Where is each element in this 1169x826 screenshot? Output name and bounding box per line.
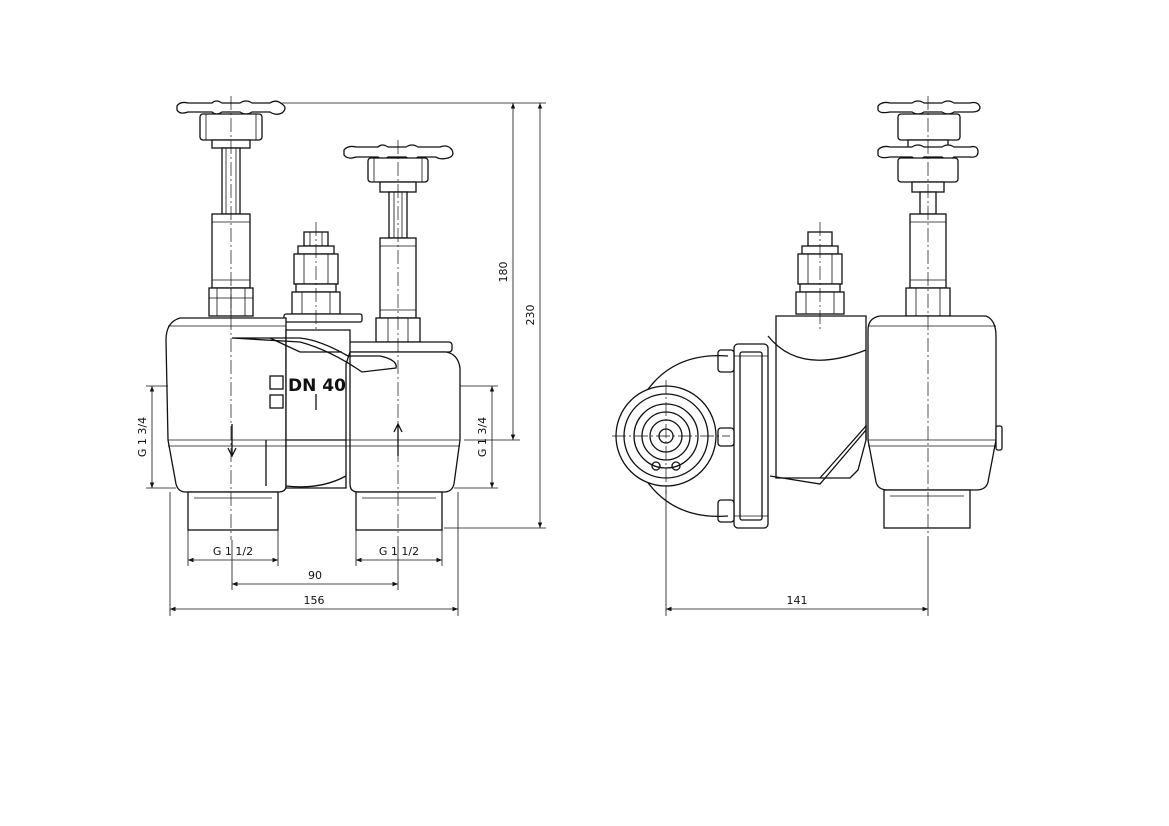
dim-90: 90 [308,569,322,582]
middle-vent [283,231,363,323]
side-view: 141 [612,96,1003,616]
dim-156: 156 [304,594,325,607]
front-view: DN 40 180 230 G 1 3/4 [136,96,546,616]
front-dimensions: 180 230 G 1 3/4 G 1 3/4 G 1 1/2 G 1 1/2 [136,102,546,616]
valve-body: DN 40 [165,317,461,531]
side-handwheel-upper [877,100,981,149]
dim-180: 180 [497,262,510,283]
dn-marking: DN 40 [288,376,346,396]
dim-g134-left: G 1 3/4 [136,417,149,457]
dim-230: 230 [524,305,537,326]
side-dimensions: 141 [665,486,929,616]
dim-141: 141 [787,594,808,607]
dim-g112-right: G 1 1/2 [379,545,419,558]
dim-g112-left: G 1 1/2 [213,545,253,558]
side-body [615,315,1003,529]
dim-g134-right: G 1 3/4 [476,417,489,457]
